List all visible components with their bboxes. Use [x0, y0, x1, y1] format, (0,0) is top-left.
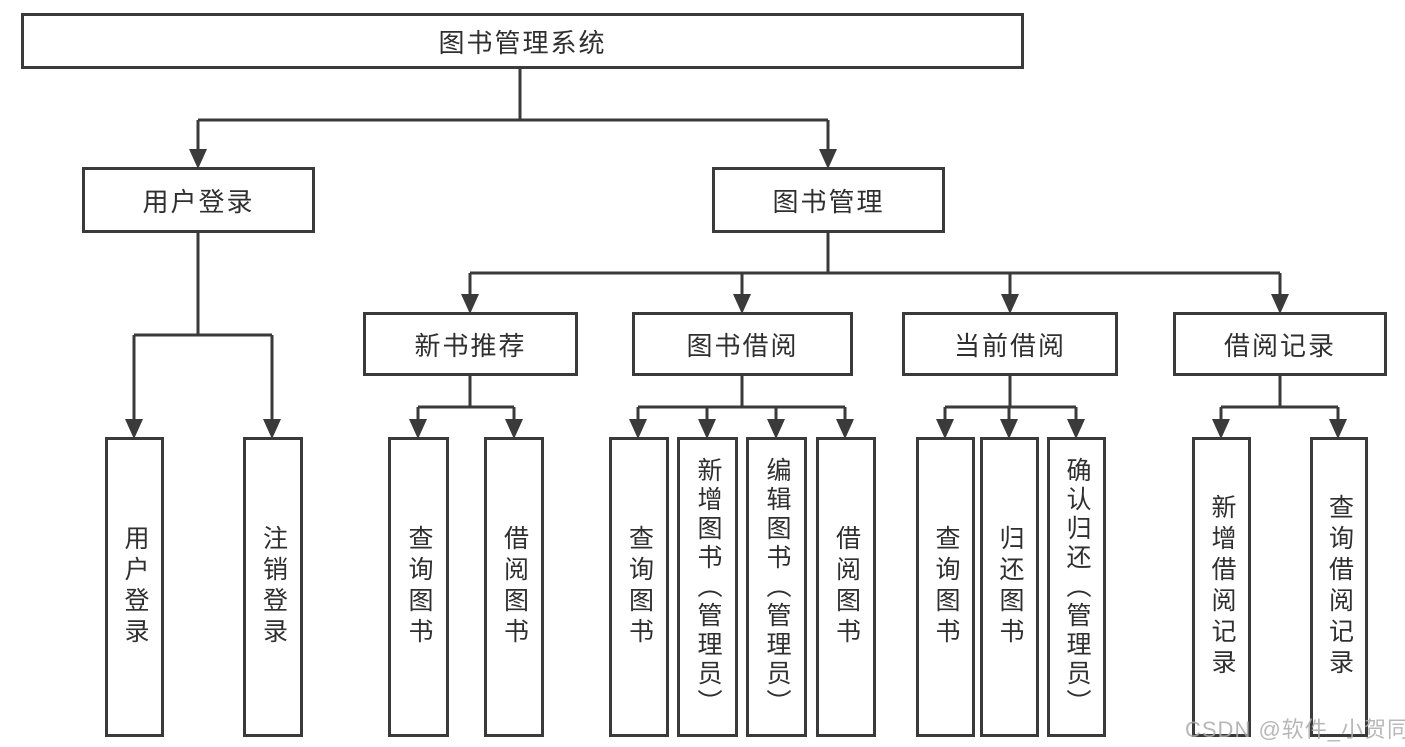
watermark: CSDN @软件_小贺同学 [1185, 717, 1405, 742]
leaf-query-books-newbooks-label: 查询图书 [405, 525, 433, 649]
leaf-edit-books-admin: 编辑图书（管理员） [746, 437, 807, 737]
arrow-icon [505, 419, 523, 439]
arrow-icon [263, 419, 281, 439]
arrow-icon [819, 149, 837, 169]
leaf-borrow-books-newbooks-label: 借阅图书 [500, 525, 529, 649]
connector-borrow-records [1219, 376, 1340, 421]
leaf-return-books: 归还图书 [980, 437, 1039, 737]
leaf-confirm-return-admin-label: 确认归还（管理员） [1063, 456, 1091, 718]
arrow-icon [461, 294, 479, 314]
arrow-icon [409, 419, 427, 439]
arrow-icon [733, 294, 751, 314]
leaf-return-books-label: 归还图书 [996, 525, 1024, 649]
node-borrow-records: 借阅记录 [1173, 312, 1387, 376]
node-current-borrowing: 当前借阅 [902, 312, 1118, 376]
node-current-borrowing-label: 当前借阅 [953, 330, 1066, 361]
leaf-borrow-books-newbooks: 借阅图书 [484, 437, 544, 737]
arrow-icon [1271, 294, 1289, 314]
arrow-icon [125, 419, 143, 439]
node-user-login-label: 用户登录 [142, 186, 255, 217]
node-user-login: 用户登录 [82, 167, 315, 233]
leaf-add-borrow-record: 新增借阅记录 [1192, 437, 1251, 737]
arrow-icon [1067, 419, 1085, 439]
arrow-icon [767, 419, 785, 439]
leaf-confirm-return-admin: 确认归还（管理员） [1047, 437, 1106, 737]
connector-user-login [132, 233, 274, 421]
node-book-borrowing-label: 图书借阅 [686, 330, 799, 361]
arrow-icon [1000, 419, 1018, 439]
arrow-icon [836, 419, 854, 439]
leaf-query-books-borrowing: 查询图书 [609, 437, 669, 737]
leaf-borrow-books-borrowing-label: 借阅图书 [832, 525, 861, 649]
node-root-label: 图书管理系统 [438, 27, 607, 58]
leaf-query-books-borrowing-label: 查询图书 [625, 525, 654, 649]
node-borrow-records-label: 借阅记录 [1223, 330, 1336, 361]
arrow-icon [1001, 294, 1019, 314]
arrow-icon [698, 419, 716, 439]
leaf-logout: 注销登录 [243, 437, 303, 737]
node-new-books-label: 新书推荐 [414, 330, 527, 361]
leaf-query-borrow-record: 查询借阅记录 [1310, 437, 1368, 737]
leaf-query-books-current: 查询图书 [916, 437, 975, 737]
node-book-management: 图书管理 [712, 167, 945, 233]
connector-current-borrowing [943, 376, 1078, 421]
leaf-query-books-newbooks: 查询图书 [388, 437, 449, 737]
node-root: 图书管理系统 [21, 13, 1024, 69]
leaf-user-login-label: 用户登录 [121, 525, 149, 649]
node-book-borrowing: 图书借阅 [632, 312, 853, 376]
arrow-icon [936, 419, 954, 439]
leaf-query-books-current-label: 查询图书 [932, 525, 960, 649]
leaf-add-books-admin-label: 新增图书（管理员） [694, 456, 722, 718]
node-new-books: 新书推荐 [363, 312, 578, 376]
leaf-borrow-books-borrowing: 借阅图书 [816, 437, 876, 737]
arrow-icon [1212, 419, 1230, 439]
connector-book-management [468, 233, 1282, 296]
connector-new-books [416, 376, 516, 421]
node-book-management-label: 图书管理 [772, 186, 885, 217]
connector-book-borrowing [636, 376, 847, 421]
connector-root [196, 69, 830, 151]
leaf-query-borrow-record-label: 查询借阅记录 [1325, 494, 1354, 680]
arrow-icon [189, 149, 207, 169]
leaf-edit-books-admin-label: 编辑图书（管理员） [763, 456, 791, 718]
arrow-icon [1329, 419, 1347, 439]
leaf-add-books-admin: 新增图书（管理员） [677, 437, 738, 737]
arrow-icon [629, 419, 647, 439]
leaf-user-login: 用户登录 [105, 437, 164, 737]
leaf-add-borrow-record-label: 新增借阅记录 [1208, 494, 1236, 680]
leaf-logout-label: 注销登录 [259, 525, 288, 649]
